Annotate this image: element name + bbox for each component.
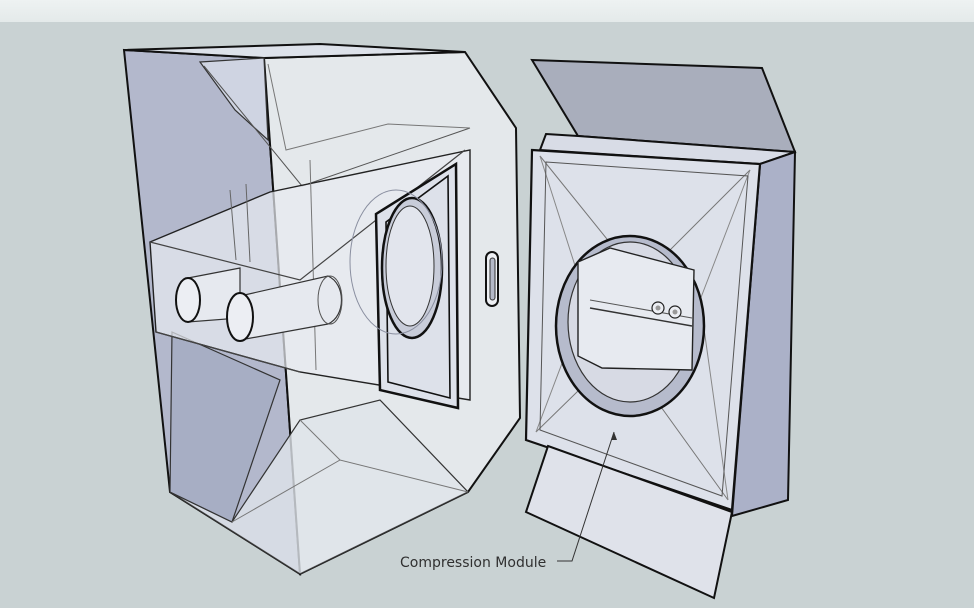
compression-module [524,58,797,600]
module-inner-chamber [577,247,695,371]
main-enclosure [122,42,522,576]
callout-leader-line [557,431,615,562]
toolbar-strip [0,0,974,23]
bass-port-right [226,275,343,342]
callout-label: Compression Module [400,555,546,571]
callout: Compression Module [400,431,617,571]
module-bottom-flap [524,444,734,600]
enclosure-top-panel [123,42,466,60]
cad-drawing: Compression Module [122,42,797,600]
upper-horn-panel [198,57,269,142]
model-viewport[interactable]: Compression Module [0,22,974,608]
